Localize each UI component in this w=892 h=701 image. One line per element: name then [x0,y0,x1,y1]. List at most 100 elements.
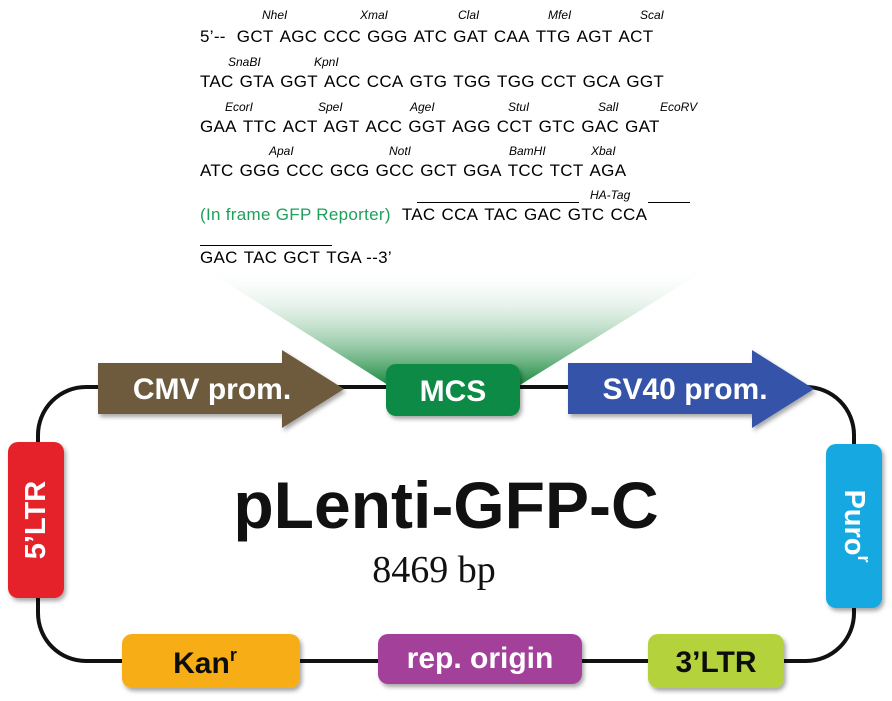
codon: AGA [589,161,627,180]
tag-underline [648,202,690,203]
enzyme-label: XbaI [591,144,616,158]
ltr3-shape [648,634,784,688]
puro-label-group: Puror [838,489,874,562]
kan-label-group: Kanr [173,645,237,680]
rep-origin-label: rep. origin [407,642,554,675]
codon: GGT [408,117,447,136]
codon: GCT [420,161,458,180]
ltr3-box: 3’LTR [648,634,784,688]
enzyme-label: NheI [262,8,288,22]
enzyme-label: AgeI [410,100,435,114]
codon: GAA [200,117,237,136]
enzyme-label: SnaBI [228,55,261,69]
codon: TAC [401,205,436,224]
puro-superscript: r [854,556,874,563]
codon: AGG [452,117,491,136]
codon: ACC [365,117,403,136]
codon: AGT [576,27,613,46]
cmv-promoter-arrow: CMV prom. [98,350,344,428]
enzyme-label: EcorI [225,100,254,114]
ltr5-shape [8,442,64,598]
codon: TAC [200,72,234,91]
tag-underline [417,202,579,203]
gfp-paren-close: ) [384,205,391,224]
codon: GAT [453,27,488,46]
codon: GGA [463,161,502,180]
codon: CCC [323,27,362,46]
enzyme-label: NotI [389,144,412,158]
codon: ACT [282,117,318,136]
kan-box: Kanr [122,634,300,688]
codon: GTC [538,117,576,136]
kan-superscript: r [230,645,237,665]
codon: GTG [409,72,448,91]
enzyme-label: SpeI [318,100,343,114]
codon: CAA [493,27,530,46]
codon: TAC [484,205,518,224]
codon: ACC [323,72,361,91]
codon: CCT [540,72,577,91]
sequence-suffix: --3’ [366,248,392,267]
codon: TGG [497,72,535,91]
codon: CCA [441,205,479,224]
codon: ATC [200,161,234,180]
codon: CCA [366,72,404,91]
mcs-label: MCS [420,375,487,408]
codon: GCT [236,27,274,46]
enzyme-label: KpnI [314,55,339,69]
codon: GCA [582,72,621,91]
ltr5-label: 5’LTR [20,481,52,559]
tag-underline [200,245,332,246]
sv40-label: SV40 prom. [602,373,767,406]
rep-origin-box: rep. origin [378,634,582,684]
gfp-paren-open: ( [200,205,206,224]
sv40-shape [568,350,814,428]
mcs-box: MCS [386,364,520,416]
codon: ATC [413,27,448,46]
sequence-prefix: 5’-- [200,27,226,46]
codon: TCT [549,161,584,180]
codon: GTC [567,205,605,224]
puro-box: Puror [826,444,882,608]
enzyme-label: ApaI [269,144,294,158]
codon: GGG [239,161,281,180]
codon: TGA [326,248,362,267]
codon: GGT [626,72,665,91]
codon: GAT [625,117,660,136]
rep-shape [378,634,582,684]
codon: GAC [581,117,620,136]
codon: CCC [286,161,324,180]
enzyme-label: XmaI [360,8,389,22]
ltr5-box: 5’LTR [8,442,64,598]
cmv-label: CMV prom. [133,373,291,406]
codon: CCA [610,205,648,224]
puro-shape [826,444,882,608]
codon: TCC [507,161,544,180]
codon: CCT [496,117,533,136]
codon: TTC [242,117,277,136]
codon: GGG [367,27,408,46]
kan-label: Kan [173,647,230,680]
puro-label: Puro [838,489,870,555]
mcs-shape [386,364,520,416]
enzyme-label: SalI [598,100,619,114]
codon: GGT [280,72,318,91]
enzyme-label: EcoRV [660,100,698,114]
enzyme-label: MfeI [548,8,572,22]
codon: GAC [200,248,238,267]
codon: TGG [453,72,492,91]
enzyme-label: BamHI [509,144,546,158]
